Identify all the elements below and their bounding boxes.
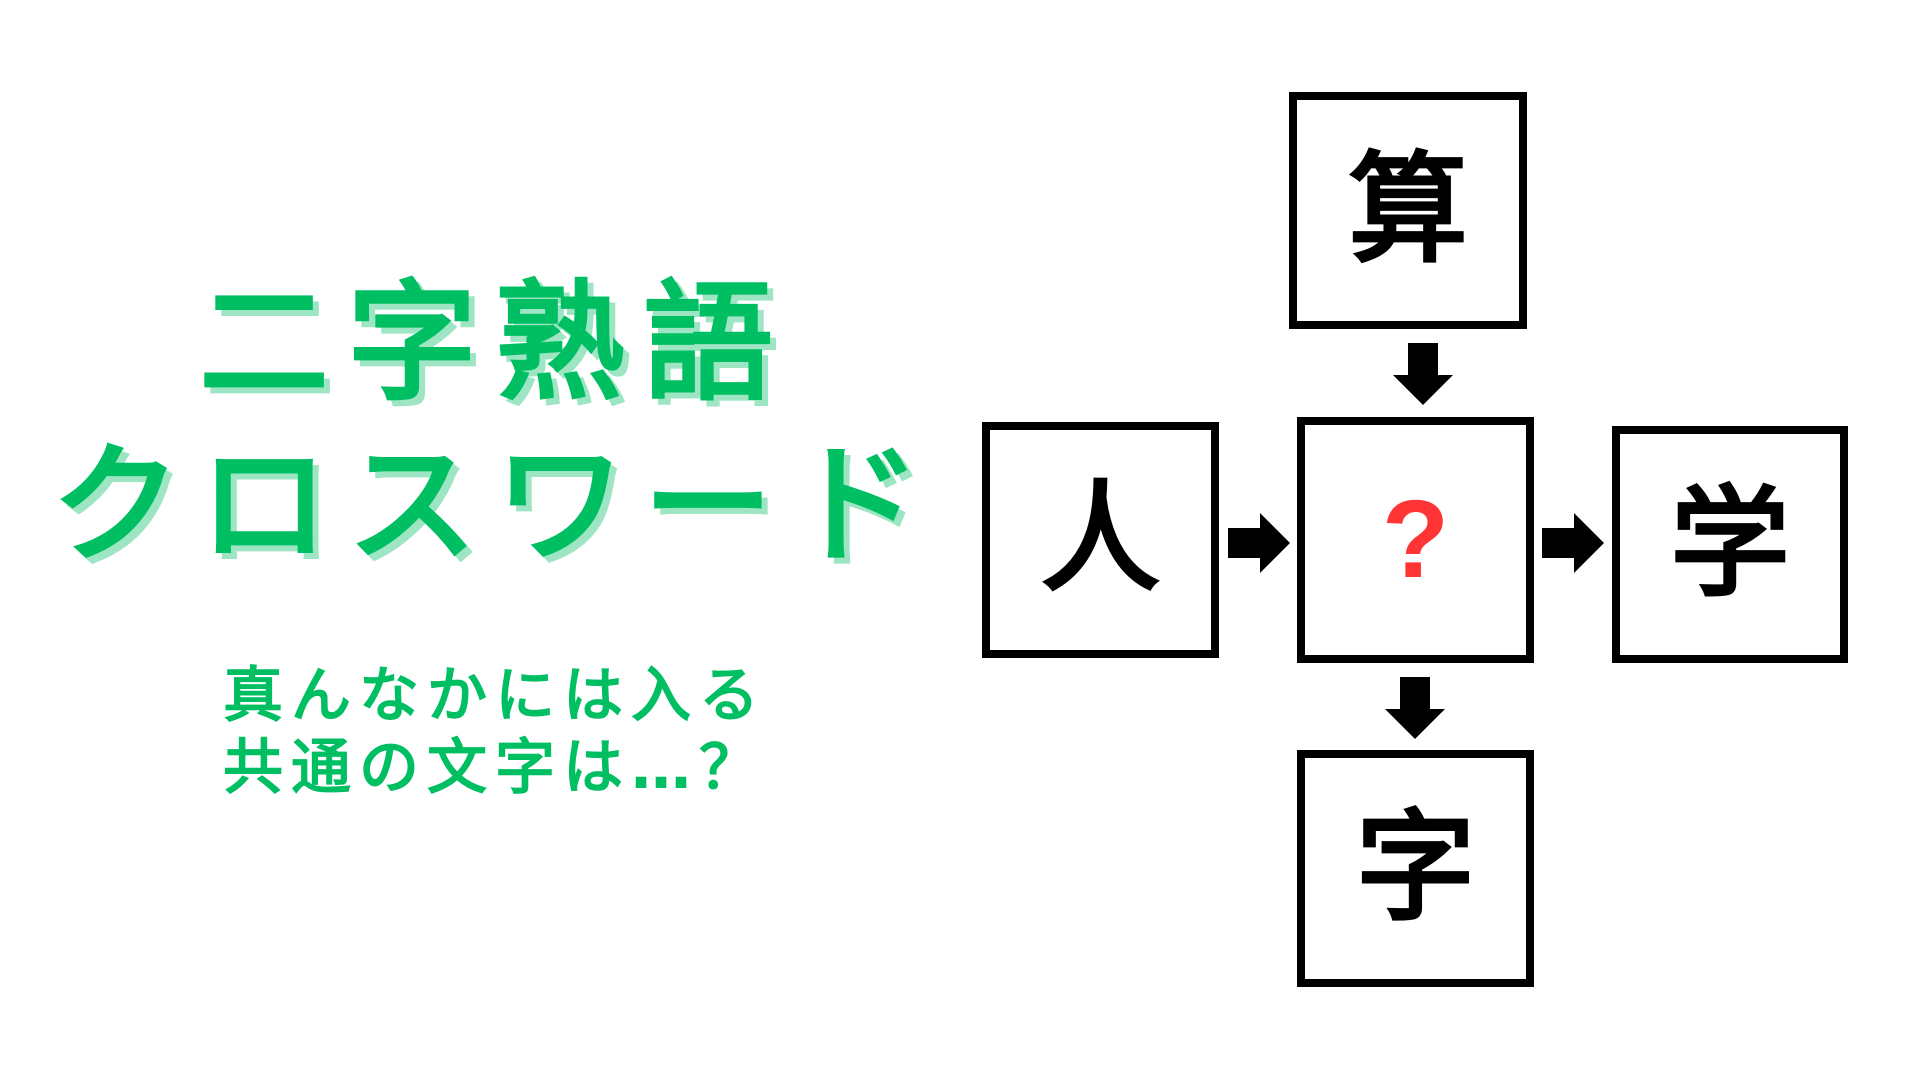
title-line-2: クロスワード: [50, 429, 939, 581]
title-line-1: 二字熟語: [198, 267, 791, 419]
kanji-left: 人: [1040, 470, 1161, 609]
kanji-right: 学: [1670, 474, 1790, 614]
puzzle-box-center: ?: [1297, 417, 1534, 663]
puzzle-box-right: 学: [1612, 426, 1848, 663]
puzzle-box-top: 算: [1289, 92, 1527, 329]
arrow-right-icon: [1542, 513, 1604, 573]
puzzle-box-bottom: 字: [1297, 750, 1534, 987]
subtitle-line-1: 真んなかには入る: [223, 661, 767, 731]
kanji-top: 算: [1348, 140, 1468, 280]
arrow-down-icon: [1393, 343, 1453, 405]
question-mark: ?: [1381, 478, 1450, 601]
arrow-down-icon: [1385, 677, 1445, 739]
arrow-right-icon: [1228, 513, 1290, 573]
kanji-bottom: 字: [1355, 798, 1476, 938]
subtitle-line-2: 共通の文字は…？: [223, 733, 767, 803]
puzzle-box-left: 人: [982, 422, 1219, 658]
